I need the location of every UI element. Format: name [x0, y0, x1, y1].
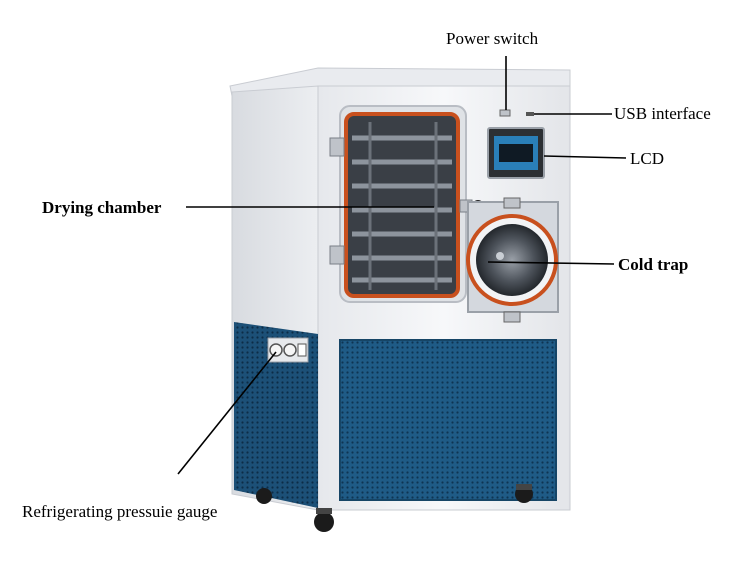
refrigerating-pressure-gauges: [267, 337, 309, 363]
door-hinge-top: [329, 137, 345, 157]
drying-chamber-door: [329, 105, 484, 303]
usb-port: [526, 112, 534, 116]
label-drying-chamber: Drying chamber: [42, 198, 162, 217]
leader-cold-trap: [487, 261, 615, 265]
side-vent-panel: [234, 322, 318, 508]
label-power-switch: Power switch: [446, 29, 539, 48]
leader-lcd: [543, 155, 627, 159]
freeze-dryer-machine: [229, 67, 571, 532]
gauge-valve: [297, 343, 307, 357]
pressure-gauge-1: [269, 343, 283, 357]
pressure-gauge-2: [283, 343, 297, 357]
lcd-screen: [487, 127, 545, 179]
caster-wheels: [256, 484, 533, 532]
front-vent-panel: [339, 339, 557, 501]
label-refrigerating-gauge: Refrigerating pressuie gauge: [22, 502, 218, 521]
leader-lines: [177, 56, 627, 475]
label-lcd: LCD: [630, 149, 664, 168]
door-hinge-bottom: [329, 245, 345, 265]
cold-trap: [466, 197, 559, 323]
power-switch: [499, 109, 511, 117]
wheel-back-left: [256, 488, 272, 504]
label-cold-trap: Cold trap: [618, 255, 689, 274]
wheel-front-left: [314, 512, 334, 532]
label-usb-interface: USB interface: [614, 104, 711, 123]
leader-pressure-gauge: [177, 351, 277, 475]
